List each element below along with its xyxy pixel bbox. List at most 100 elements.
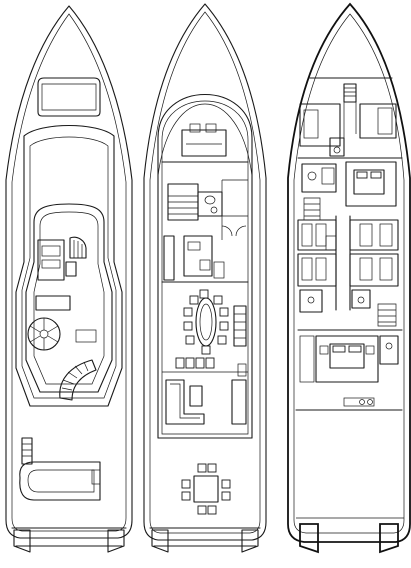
tender-cradle-rail-rungs [22, 443, 32, 457]
lower-deck-plan [287, 2, 411, 554]
spiral-stair-core [39, 329, 49, 339]
sun-deck-hull-outline [5, 5, 133, 539]
galley-sink [187, 241, 201, 251]
hardtop-inner [33, 211, 105, 385]
vip-pillow [348, 345, 362, 353]
twin-bed [315, 223, 327, 247]
lazarette-locker [343, 397, 375, 407]
master-bath-sink [307, 171, 317, 181]
main-deck-head-sink [204, 195, 216, 205]
hot-tub-inner [27, 469, 95, 493]
main-deck-stbd-step [241, 529, 259, 553]
dining-sideboard [233, 305, 247, 347]
twin-bed [379, 257, 393, 281]
saloon-coffee-table [189, 385, 203, 407]
dining-sideboard-slats [234, 313, 246, 339]
twin-cabin-port-fwd [297, 219, 337, 251]
captain-cabin-stair [168, 195, 198, 215]
galley-counter-port [163, 235, 175, 281]
master-bath-shower [321, 167, 335, 185]
spiral-stair-tread [29, 325, 41, 333]
bridge-console [181, 129, 227, 157]
dining-chair [217, 335, 227, 345]
aft-curved-stair-steps [61, 361, 89, 391]
saloon-l-sofa [165, 379, 205, 425]
dining-chair [213, 295, 223, 305]
aft-curved-stair [59, 359, 97, 401]
vip-bed [329, 343, 365, 369]
vip-pillow [332, 345, 346, 353]
galley-cooktop [199, 259, 211, 271]
guest-head-wc [357, 296, 365, 304]
dining-chair [183, 307, 193, 317]
saloon-side-cabinet [237, 363, 247, 377]
main-deck-port-step [151, 529, 169, 553]
guest-head-stbd [351, 289, 371, 309]
dining-chair [219, 321, 229, 331]
aft-deck-dining-table [193, 475, 219, 503]
twin-cabin-stbd-fwd [349, 219, 399, 251]
saloon-armchair [185, 357, 195, 369]
dining-table [195, 297, 217, 347]
master-bath [301, 163, 337, 193]
dining-chair [199, 289, 209, 299]
sun-deck-port-step [13, 529, 31, 553]
saloon-armchair [205, 357, 215, 369]
vip-cabin [315, 335, 379, 383]
main-deck-door-swing [221, 225, 233, 237]
aft-deck-chair [181, 479, 191, 489]
aft-deck-chair [197, 463, 207, 473]
engine-room-fitting [359, 399, 365, 405]
helm-console-screen-2 [41, 259, 61, 269]
dining-chair [183, 321, 193, 331]
sun-pad [37, 77, 101, 117]
helm-console [37, 239, 65, 281]
master-pillow [356, 171, 368, 179]
flybridge-stair-small [69, 236, 87, 259]
vip-bath [379, 335, 399, 365]
flybridge-windscreen [23, 125, 115, 137]
saloon-media-unit [231, 379, 247, 425]
guest-head-sink [307, 296, 315, 304]
twin-bed [301, 223, 313, 247]
spiral-stair-tread [29, 335, 41, 343]
hot-tub [19, 461, 101, 501]
crew-bunk-port [303, 109, 319, 139]
crew-cabin-port [299, 103, 341, 147]
aft-deck-chair [197, 505, 207, 515]
hot-tub-step [91, 469, 101, 485]
main-deck-plan [143, 3, 267, 553]
dining-table-inner [199, 303, 213, 341]
guest-head-port [299, 289, 323, 313]
aft-deck-chair [181, 491, 191, 501]
twin-bed [379, 223, 393, 247]
helm-seat-port [189, 123, 201, 133]
main-deck-inner-gunwale [149, 11, 261, 534]
lower-deck-inner-hull [293, 13, 405, 534]
helm-seat [65, 261, 77, 277]
crew-stair-steps [344, 87, 356, 97]
twin-cabin-port-aft [297, 253, 337, 287]
main-deck-superstructure-inner [161, 100, 249, 435]
main-deck-head-wc [210, 206, 218, 214]
saloon-armchair [175, 357, 185, 369]
tender-cradle-rail [21, 437, 33, 465]
dining-chair [189, 295, 199, 305]
master-stair [303, 197, 321, 221]
aft-deck-chair [207, 463, 217, 473]
main-deck-superstructure [157, 94, 253, 439]
spiral-stair-tread [47, 335, 59, 343]
crew-head-wc [333, 146, 341, 154]
master-cabin [345, 161, 397, 207]
lower-deck-stair-aft [377, 303, 397, 327]
crew-corridor [343, 102, 357, 150]
crew-cabin-stbd [359, 103, 397, 139]
flybridge-deck [15, 135, 123, 407]
hardtop-outline [25, 203, 113, 393]
main-deck-door-swing [235, 225, 247, 237]
twin-bed [315, 257, 327, 281]
vip-nightstand [319, 345, 329, 355]
engine-room-fitting [367, 399, 373, 405]
galley-fridge [213, 261, 225, 279]
